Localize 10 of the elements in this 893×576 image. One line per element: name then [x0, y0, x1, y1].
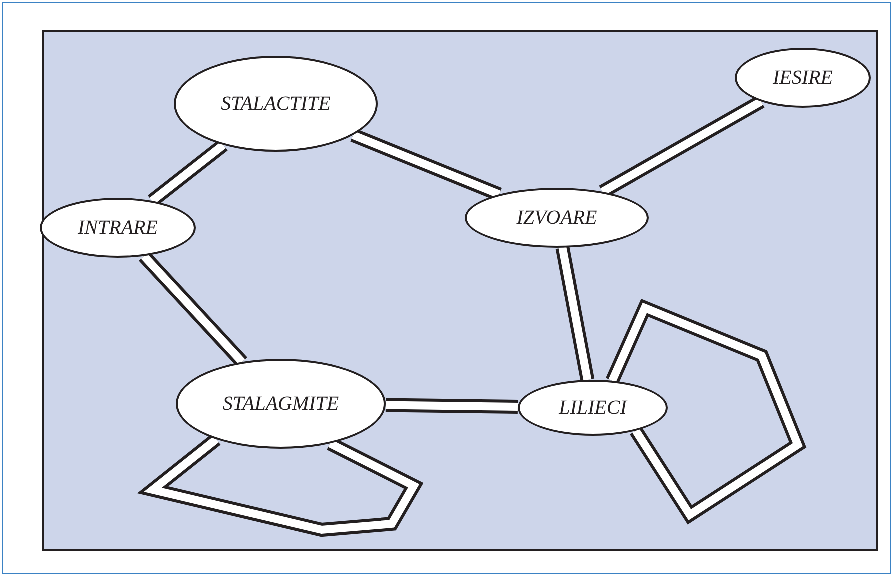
- node-label: STALACTITE: [221, 92, 331, 117]
- node-label: LILIECI: [559, 396, 627, 421]
- corridor: [137, 434, 424, 538]
- node-label: IESIRE: [773, 66, 833, 91]
- corridor: [606, 298, 807, 525]
- node-label: INTRARE: [78, 216, 158, 241]
- corridor: [556, 246, 595, 382]
- node-label: STALAGMITE: [222, 392, 340, 417]
- corridor: [386, 398, 518, 414]
- node-label: IZVOARE: [516, 206, 598, 231]
